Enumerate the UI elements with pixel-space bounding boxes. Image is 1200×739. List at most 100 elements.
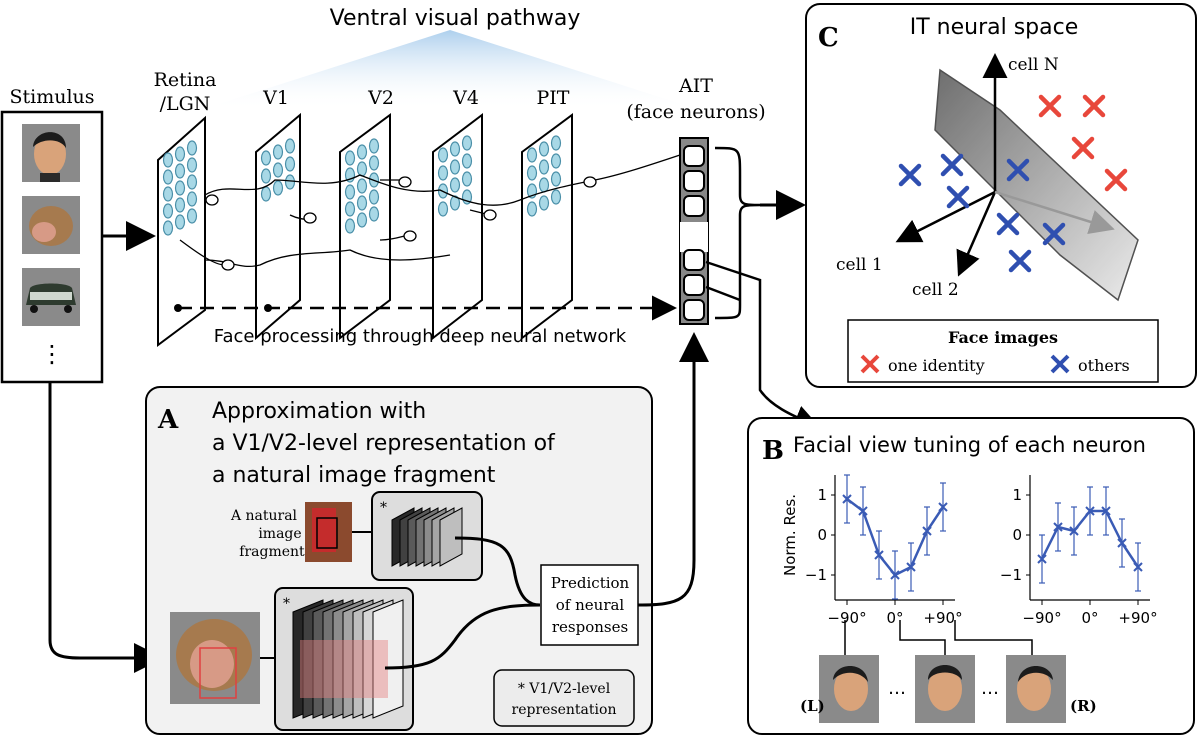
prediction-line-2: of neural — [556, 596, 625, 614]
identity-crosses — [898, 94, 1128, 273]
x-tick-label: 0° — [886, 609, 903, 627]
tuning-plot-left: 10−1−90°0°+90° — [805, 474, 963, 627]
data-point — [1085, 506, 1095, 516]
identity-cross — [1104, 168, 1128, 192]
neuron-ellipse — [186, 208, 198, 224]
neuron-ellipse — [368, 138, 380, 154]
neuron-ellipse — [174, 180, 186, 196]
neuron-ellipse — [449, 177, 461, 193]
neuron-ellipse — [344, 184, 356, 200]
view-dots-2: … — [981, 678, 999, 699]
legend-box — [847, 319, 1159, 383]
neuron-ellipse — [368, 206, 380, 222]
neuron-ellipse — [368, 155, 380, 171]
stimulus-monkey-face — [22, 196, 80, 254]
prediction-box — [540, 564, 639, 646]
neuron-ellipse — [356, 195, 368, 211]
legend-label-one-identity: one identity — [888, 356, 985, 375]
stimulus-to-panel-a-arrow — [48, 382, 164, 673]
y-tick-label: 0 — [1012, 526, 1022, 544]
x-tick-label: 0° — [1081, 609, 1098, 627]
neuron-ellipse — [186, 140, 198, 156]
neuron-ellipse — [284, 174, 296, 190]
legend-blue-cross — [1050, 354, 1070, 374]
neuron-ellipse — [449, 141, 461, 157]
prediction-to-ait-arrow — [637, 332, 709, 607]
neuron-ellipse — [437, 147, 449, 163]
identity-cross — [1008, 249, 1032, 273]
monkey-input-image — [170, 612, 260, 704]
neuron-ellipse — [538, 141, 550, 157]
stage-label-retina: Retina — [154, 69, 217, 91]
receptive-field-overlay — [300, 640, 388, 698]
y-tick-label: 0 — [817, 526, 827, 544]
neuron-ellipse — [461, 171, 473, 187]
stage-label-pit: PIT — [537, 87, 570, 109]
neuron-ellipse — [356, 144, 368, 160]
data-point — [1117, 538, 1127, 548]
identity-cross — [946, 185, 970, 209]
x-tick-label: −90° — [1022, 609, 1061, 627]
identity-cross — [1071, 136, 1095, 160]
neuron-ellipse — [449, 195, 461, 211]
y-tick-label: −1 — [1000, 566, 1022, 584]
neuron-ellipse — [526, 147, 538, 163]
stimulus-label: Stimulus — [9, 86, 94, 108]
fragment-label-3: fragment — [239, 544, 305, 560]
decision-plane — [934, 68, 1139, 302]
neuron-ellipse — [260, 168, 272, 184]
neuron-ellipse — [538, 177, 550, 193]
data-point — [1101, 506, 1111, 516]
panel-a-letter: A — [157, 405, 179, 435]
neuron-ellipse — [186, 157, 198, 173]
data-point — [874, 550, 884, 560]
neuron-ellipse — [186, 174, 198, 190]
panel-c-title: IT neural space — [910, 15, 1079, 40]
view-label-right: (R) — [1070, 697, 1097, 715]
neuron-ellipse — [272, 162, 284, 178]
footnote-line-1: * V1/V2-level — [518, 681, 611, 697]
neuron-ellipse — [174, 214, 186, 230]
neuron-ellipse — [550, 189, 562, 205]
neuron-ellipse — [461, 153, 473, 169]
neuron-ellipse — [344, 150, 356, 166]
panel-b-letter: B — [762, 436, 784, 466]
neuron-ellipse — [162, 152, 174, 168]
neuron-ellipse — [162, 169, 174, 185]
view-dots-1: … — [888, 678, 906, 699]
fragment-to-prediction — [454, 536, 541, 607]
pathway-glow — [200, 30, 700, 110]
neuron-ellipse — [272, 180, 284, 196]
identity-cross — [940, 153, 964, 177]
panel-a-title-line-1: Approximation with — [212, 399, 426, 424]
data-point — [922, 526, 932, 536]
neuron-ellipse — [449, 159, 461, 175]
neuron-ellipse — [284, 156, 296, 172]
monkey-to-prediction — [384, 603, 541, 670]
data-point — [1069, 526, 1079, 536]
neuron-ellipse — [174, 163, 186, 179]
face-view-front — [915, 655, 975, 723]
stage-label-lgn: /LGN — [160, 93, 211, 115]
neuron-ellipse — [174, 146, 186, 162]
neuron-ellipse — [162, 203, 174, 219]
fragment-label-2: image — [258, 526, 301, 542]
stimulus-human-face — [22, 124, 80, 182]
monkey-asterisk: * — [283, 596, 290, 612]
axis-label-cell-1: cell 1 — [836, 255, 883, 275]
x-tick-label: +90° — [923, 609, 962, 627]
neuron-ellipse — [550, 171, 562, 187]
footnote-box — [493, 669, 635, 727]
fragment-asterisk: * — [380, 500, 387, 516]
fragment-feature-stack — [391, 507, 463, 567]
legend-label-others: others — [1078, 356, 1130, 375]
neuron-cells — [162, 135, 562, 236]
neuron-ellipse — [550, 135, 562, 151]
data-point — [890, 570, 900, 580]
monkey-feature-stack — [292, 599, 404, 719]
x-tick-label: +90° — [1118, 609, 1157, 627]
stage-label-v2: V2 — [367, 87, 394, 109]
dnn-start-dot — [174, 304, 182, 312]
neuron-ellipse — [344, 218, 356, 234]
